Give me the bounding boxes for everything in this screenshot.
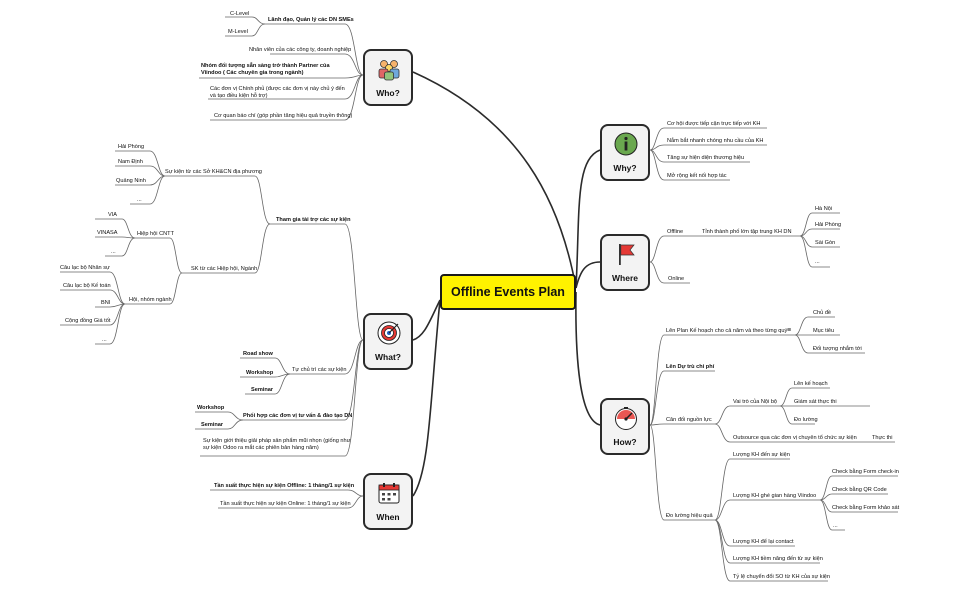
hub-title: What? [375,352,401,362]
where-online: Online [668,276,685,282]
what-it-item: VINASA [97,230,118,236]
what-assoc: SK từ các Hiệp hội, Ngành [191,266,258,272]
how-m-attend: Lượng KH đến sự kiện [733,452,790,458]
how-internal: Vai trò của Nội bộ [733,399,778,405]
who-staff: Nhân viên của các công ty, doanh nghiệp [249,47,352,53]
when-offline: Tần suất thực hiện sự kiện Offline: 1 th… [214,483,355,489]
how-execute: Thực thi [872,435,893,441]
where-city: ... [815,259,820,265]
target-icon [377,321,401,345]
what-launch: Sự kiện giới thiệu giải pháp sản phẩm mũ… [203,438,351,451]
who-gov: Các đơn vị Chính phủ (được các đơn vị nà… [210,86,345,99]
what-it-item: VIA [108,212,118,218]
why-item: Mở rộng kết nối hợp tác [667,173,727,179]
hub-title: Why? [613,163,637,173]
what-dept-item: Hải Phòng [118,144,145,150]
flag-icon [619,244,635,265]
how-m-contact: Lượng KH để lại contact [733,539,794,545]
who-partner: Nhóm đối tượng sẵn sàng trở thành Partne… [201,63,330,76]
info-icon [614,132,638,156]
how-internal-item: Lên kế hoạch [794,381,828,387]
what-self-item: Seminar [251,387,274,393]
calendar-icon [378,483,400,504]
what-club-item: Cộng đồng Giá tốt [65,318,111,324]
where-city: Sài Gòn [815,240,836,246]
what-sponsor: Tham gia tài trợ các sự kiện [276,217,351,223]
hub-title: How? [613,437,637,447]
what-dept: Sự kiện từ các Sở KH&CN địa phương [165,169,262,175]
hub-who[interactable]: Who? [363,49,413,106]
how-outsource: Outsource qua các đơn vị chuyên tổ chức … [733,435,857,441]
what-coop: Phối hợp các đơn vị tư vấn & đào tạo DN [243,413,353,419]
what-coop-item: Workshop [197,405,225,411]
how-m-rate: Tỷ lệ chuyển đổi SO từ KH của sự kiện [733,574,831,580]
how-booth-item: ... [833,523,838,529]
how-m-potential: Lượng KH tiềm năng đến từ sự kiện [733,556,823,562]
how-internal-item: Giám sát thực thi [794,399,837,405]
where-cities-label: Tỉnh thành phố lớn tập trung KH DN [702,229,792,235]
how-booth-item: Check bằng Form khảo sát [832,505,900,511]
what-dept-item: Nam Định [118,159,143,165]
hub-title: Where [612,273,638,283]
who-leaders: Lãnh đạo, Quản lý các DN SMEs [268,17,354,23]
what-dept-item: ... [137,197,142,203]
what-dept-item: Quảng Ninh [116,178,146,184]
gauge-icon [615,407,637,430]
when-online: Tần suất thực hiện sự kiện Online: 1 thá… [220,501,351,507]
why-item: Tăng sự hiện diện thương hiệu [667,155,745,161]
who-mlevel: M-Level [228,29,248,35]
hub-title: Who? [376,88,400,98]
what-coop-item: Seminar [201,422,224,428]
where-city: Hà Nội [815,206,833,212]
how-booth-item: Check bằng QR Code [832,487,887,493]
what-it-item: ... [111,249,116,255]
what-self-item: Workshop [246,370,274,376]
how-resources: Cân đối nguồn lực [666,417,712,423]
how-booth-item: Check bằng Form check-in [832,469,899,475]
what-club-item: BNI [101,300,111,306]
hub-where[interactable]: Where [600,234,650,291]
hub-how[interactable]: How? [600,398,650,455]
note-icon[interactable]: ≡ [787,327,792,334]
how-plan-item: Đối tượng nhắm tới [813,346,862,352]
how-plan: Lên Plan Kế hoạch cho cả năm và theo từn… [666,328,788,334]
central-topic[interactable]: Offline Events Plan [440,274,576,310]
what-club-item: ... [102,337,107,343]
where-city: Hải Phòng [815,222,842,228]
hub-title: When [376,512,400,522]
how-plan-item: Mục tiêu [813,328,835,334]
what-self: Tự chủ trì các sự kiện [292,367,347,373]
how-internal-item: Đo lường [794,417,818,423]
how-m-booth: Lượng KH ghé gian hàng Viindoo [733,493,817,499]
what-clubs: Hội, nhóm ngành [129,297,172,303]
who-clevel: C-Level [230,11,250,17]
people-group-icon [378,60,400,81]
what-club-item: Câu lạc bộ Kế toán [63,283,111,289]
what-self-item: Road show [243,351,273,357]
hub-when[interactable]: When [363,473,413,530]
what-it-assoc: Hiệp hội CNTT [137,231,174,237]
why-item: Cơ hội được tiếp cận trực tiếp với KH [667,121,761,127]
hub-what[interactable]: What? [363,313,413,370]
what-club-item: Câu lạc bộ Nhân sự [60,265,110,271]
why-item: Nắm bắt nhanh chóng nhu cầu của KH [667,138,764,144]
how-measure: Đo lường hiệu quả [666,513,713,519]
where-offline: Offline [667,229,684,235]
how-budget: Lên Dự trù chi phí [666,364,715,370]
who-press: Cơ quan báo chí (góp phần tăng hiệu quả … [214,113,353,119]
hub-why[interactable]: Why? [600,124,650,181]
how-plan-item: Chủ đề [813,310,832,316]
